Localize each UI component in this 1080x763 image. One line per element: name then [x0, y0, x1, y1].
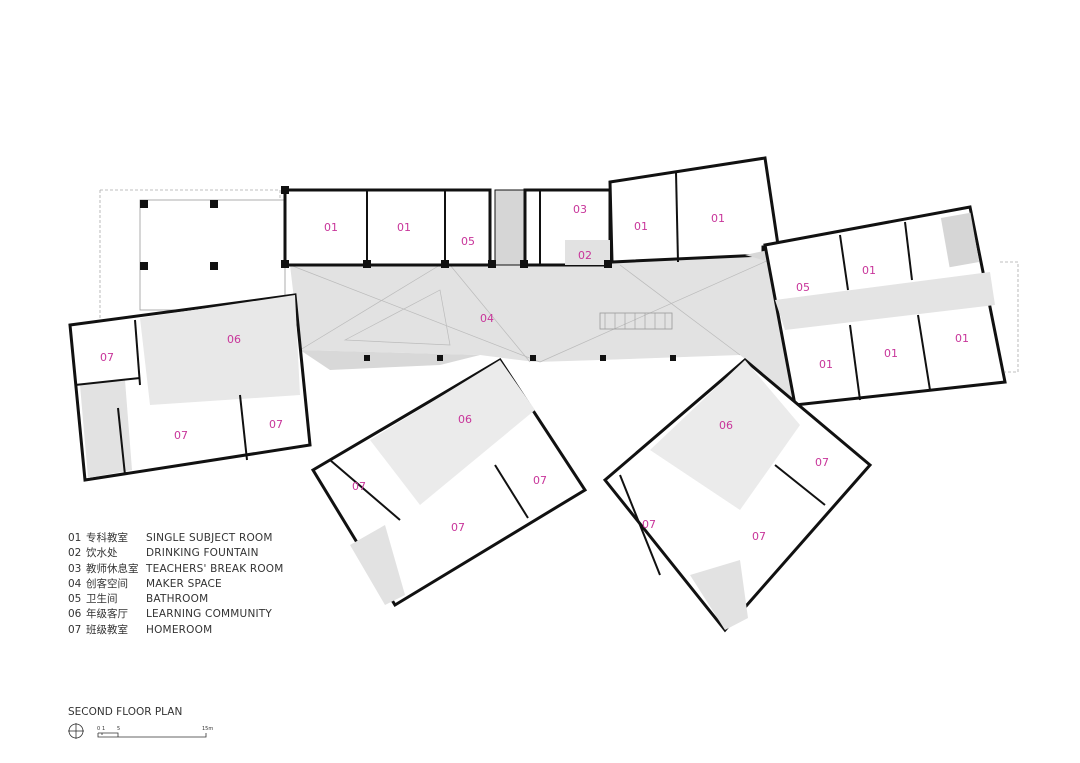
svg-text:01: 01: [955, 332, 969, 345]
svg-text:07: 07: [352, 480, 366, 493]
svg-text:01: 01: [324, 221, 338, 234]
svg-text:06: 06: [227, 333, 241, 346]
svg-text:07: 07: [100, 351, 114, 364]
svg-text:04: 04: [480, 312, 494, 325]
svg-text:05: 05: [796, 281, 810, 294]
svg-text:07: 07: [533, 474, 547, 487]
svg-text:07: 07: [174, 429, 188, 442]
svg-text:03: 03: [573, 203, 587, 216]
east-wing: [763, 205, 1007, 407]
svg-text:01: 01: [711, 212, 725, 225]
structural-columns: [140, 200, 676, 361]
svg-text:05: 05: [461, 235, 475, 248]
svg-text:01: 01: [397, 221, 411, 234]
middle-cluster: [310, 357, 588, 608]
svg-text:06: 06: [719, 419, 733, 432]
svg-text:01: 01: [884, 347, 898, 360]
site-outline: [99, 189, 1019, 373]
svg-text:02: 02: [578, 249, 592, 262]
north-wing: [281, 186, 612, 268]
west-wing: [68, 293, 312, 482]
svg-text:01: 01: [634, 220, 648, 233]
svg-text:07: 07: [642, 518, 656, 531]
svg-text:07: 07: [451, 521, 465, 534]
svg-text:06: 06: [458, 413, 472, 426]
svg-text:1: 1: [102, 726, 105, 732]
drawing-title: SECOND FLOOR PLAN: [68, 706, 183, 718]
svg-text:07: 07: [752, 530, 766, 543]
maker-space-zone: [289, 254, 795, 400]
scale-bar: 0 1 5 15m: [68, 723, 213, 739]
north-arrow-icon: [68, 723, 84, 739]
svg-text:5: 5: [117, 726, 120, 732]
svg-text:01: 01: [819, 358, 833, 371]
open-area-west: [139, 199, 286, 311]
svg-text:15m: 15m: [202, 726, 213, 732]
svg-text:0: 0: [97, 726, 100, 732]
svg-text:07: 07: [815, 456, 829, 469]
svg-text:01: 01: [862, 264, 876, 277]
svg-text:07: 07: [269, 418, 283, 431]
south-east-cluster: [602, 358, 873, 633]
north-east-wing: [608, 156, 790, 264]
room-labels: 01 01 05 03 02 01 01 04 01 05 01 01 01 0…: [100, 203, 969, 543]
